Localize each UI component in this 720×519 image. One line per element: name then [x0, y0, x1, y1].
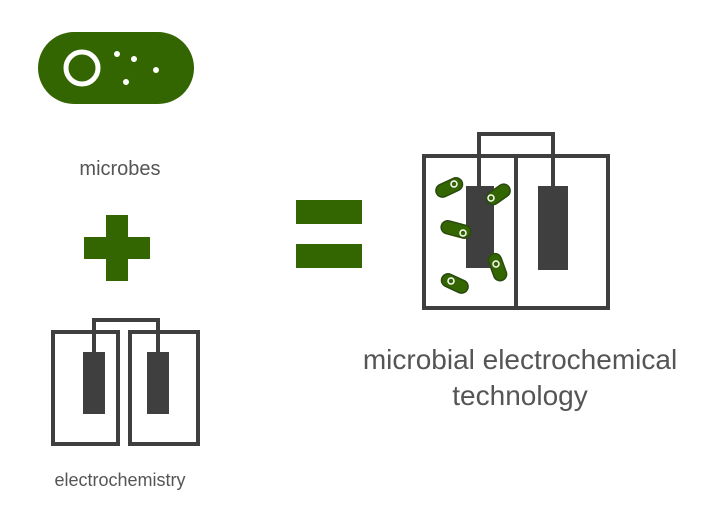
microbe-cell-2	[485, 183, 511, 206]
result-label-line1: microbial electrochemical	[362, 344, 678, 375]
microbial-electrochemical-cell-icon	[422, 132, 610, 310]
microbe-cell-4	[487, 252, 508, 282]
microbe-cell-1	[435, 177, 464, 198]
equals-icon	[296, 200, 362, 268]
microbe-cell-5	[440, 273, 469, 294]
electrochemical-cell-icon	[51, 318, 200, 446]
result-label-line2: technology	[452, 380, 588, 411]
result-label: microbial electrochemical technology	[330, 342, 710, 414]
plus-icon	[84, 215, 150, 281]
microbes-label: microbes	[79, 158, 161, 180]
electrochemistry-label: electrochemistry	[54, 470, 186, 490]
microbe-icon	[38, 32, 194, 104]
microbe-cell-3	[440, 220, 472, 239]
